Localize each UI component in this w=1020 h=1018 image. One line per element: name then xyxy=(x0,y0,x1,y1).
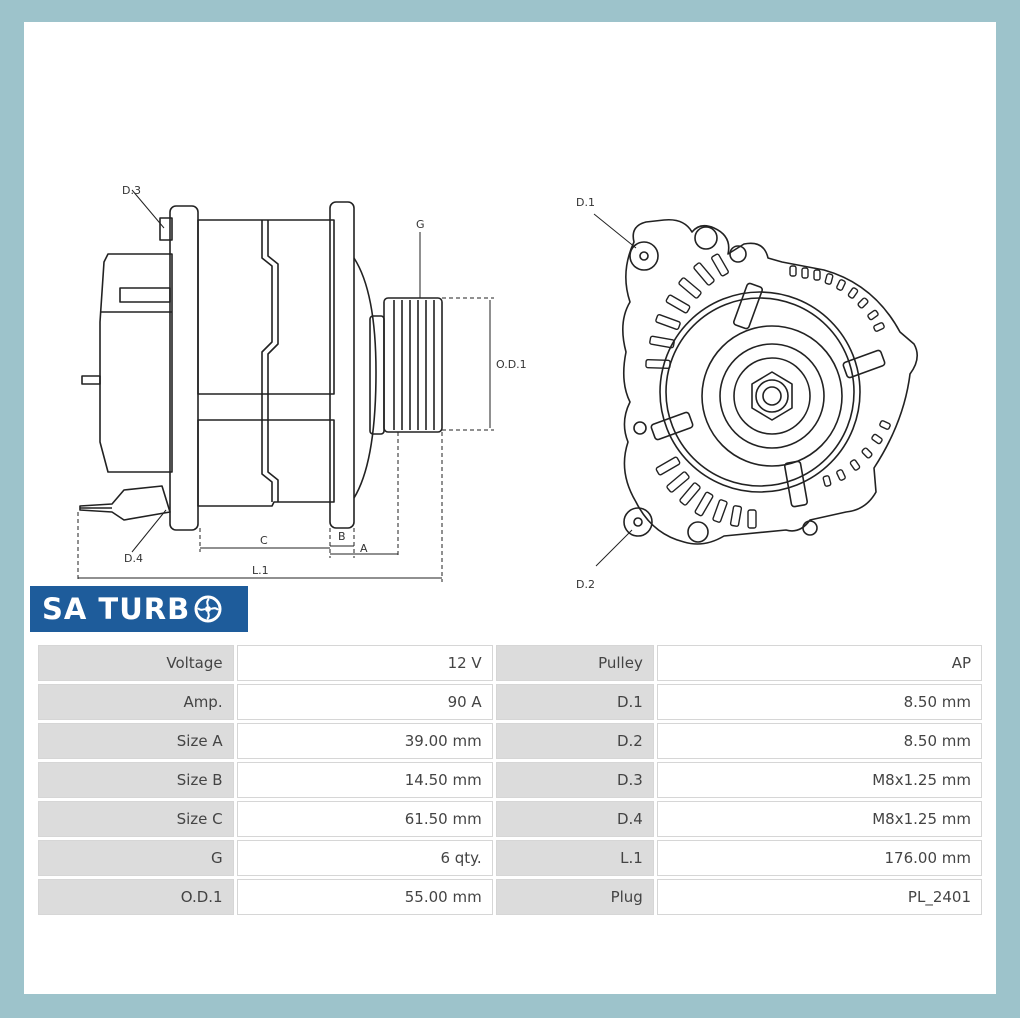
brand-name: SA TURB xyxy=(42,592,191,626)
spec-key: L.1 xyxy=(495,840,654,876)
table-row: Size A 39.00 mm D.2 8.50 mm xyxy=(38,723,982,759)
label-d3: D.3 xyxy=(122,184,141,197)
spec-value: AP xyxy=(656,645,982,681)
spec-key: D.2 xyxy=(495,723,654,759)
label-l1: L.1 xyxy=(252,564,269,577)
spec-key: Amp. xyxy=(38,684,234,720)
spec-key: D.1 xyxy=(495,684,654,720)
table-row: G 6 qty. L.1 176.00 mm xyxy=(38,840,982,876)
spec-value: PL_2401 xyxy=(656,879,982,915)
alternator-technical-drawing: D.3 D.4 G O.D.1 C B A L.1 D.1 D.2 xyxy=(77,184,918,591)
spec-key: D.3 xyxy=(495,762,654,798)
label-d4: D.4 xyxy=(124,552,143,565)
table-row: O.D.1 55.00 mm Plug PL_2401 xyxy=(38,879,982,915)
spec-value: 14.50 mm xyxy=(236,762,493,798)
spec-key: Size A xyxy=(38,723,234,759)
spec-value: 55.00 mm xyxy=(236,879,493,915)
table-row: Size C 61.50 mm D.4 M8x1.25 mm xyxy=(38,801,982,837)
spec-key: Plug xyxy=(495,879,654,915)
spec-key: Voltage xyxy=(38,645,234,681)
label-d1: D.1 xyxy=(576,196,595,209)
brand-logo: SA TURB xyxy=(30,586,248,632)
spec-value: 12 V xyxy=(236,645,493,681)
spec-value: 8.50 mm xyxy=(656,723,982,759)
spec-key: O.D.1 xyxy=(38,879,234,915)
spec-key: G xyxy=(38,840,234,876)
label-c: C xyxy=(260,534,268,547)
label-d2: D.2 xyxy=(576,578,595,591)
label-b: B xyxy=(338,530,346,543)
spec-value: 90 A xyxy=(236,684,493,720)
side-view xyxy=(77,189,494,582)
spec-key: D.4 xyxy=(495,801,654,837)
spec-value: 8.50 mm xyxy=(656,684,982,720)
spec-value: 61.50 mm xyxy=(236,801,493,837)
spec-value: M8x1.25 mm xyxy=(656,801,982,837)
spec-value: M8x1.25 mm xyxy=(656,762,982,798)
front-view xyxy=(593,213,918,567)
table-row: Voltage 12 V Pulley AP xyxy=(38,645,982,681)
label-od1: O.D.1 xyxy=(496,358,527,371)
product-card: D.3 D.4 G O.D.1 C B A L.1 D.1 D.2 SA TUR… xyxy=(24,22,996,994)
spec-key: Size C xyxy=(38,801,234,837)
label-a: A xyxy=(360,542,368,555)
table-row: Amp. 90 A D.1 8.50 mm xyxy=(38,684,982,720)
turbo-wheel-icon xyxy=(194,595,222,623)
table-row: Size B 14.50 mm D.3 M8x1.25 mm xyxy=(38,762,982,798)
spec-value: 176.00 mm xyxy=(656,840,982,876)
spec-key: Pulley xyxy=(495,645,654,681)
specs-table: Voltage 12 V Pulley AP Amp. 90 A D.1 8.5… xyxy=(35,642,985,918)
label-g: G xyxy=(416,218,425,231)
spec-value: 6 qty. xyxy=(236,840,493,876)
spec-value: 39.00 mm xyxy=(236,723,493,759)
spec-key: Size B xyxy=(38,762,234,798)
